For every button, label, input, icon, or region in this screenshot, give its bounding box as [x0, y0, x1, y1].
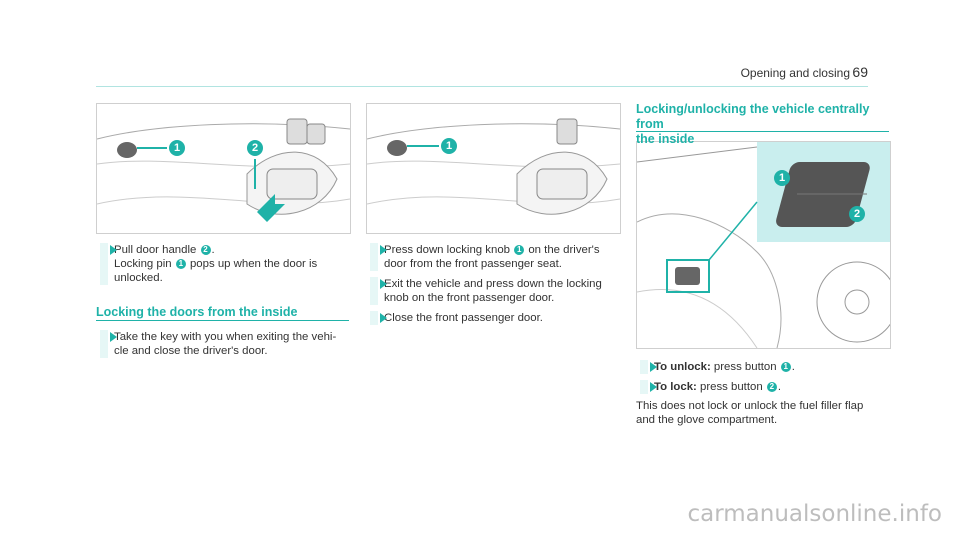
callout-1: 1: [169, 140, 185, 156]
step-bar: [100, 243, 108, 285]
step-bar: [370, 311, 378, 325]
step-press-knob: Press down locking knob 1 on the driver'…: [370, 243, 619, 271]
callout-1: 1: [774, 170, 790, 186]
arrow-icon: [650, 382, 657, 392]
arrow-icon: [110, 245, 117, 255]
ref-2: 2: [200, 245, 211, 255]
figure-central-locking: 1 2: [636, 141, 891, 349]
arrow-icon: [110, 332, 117, 342]
section-rule: [636, 131, 889, 132]
ref-1: 1: [175, 259, 186, 269]
watermark: carmanualsonline.info: [687, 501, 942, 527]
callout-1: 1: [441, 138, 457, 154]
note-fuel-filler: This does not lock or unlock the fuel fi…: [636, 400, 864, 426]
arrow-icon: [650, 362, 657, 372]
page-title: Opening and closing: [740, 66, 850, 80]
step-bar: [640, 380, 648, 394]
step-bar: [370, 243, 378, 271]
arrow-icon: [380, 245, 387, 255]
arrow-icon: [380, 279, 387, 289]
step-bar: [640, 360, 648, 374]
section-title-locking-doors: Locking the doors from the inside: [96, 305, 298, 319]
callout-2: 2: [247, 140, 263, 156]
section-rule: [96, 320, 349, 321]
step-bar: [100, 330, 108, 358]
page-number: 69: [852, 64, 868, 80]
ref-1: 1: [514, 245, 525, 255]
ref-1: 1: [780, 362, 791, 372]
step-close-door: Close the front passenger door.: [370, 311, 619, 325]
step-pull-door-handle: Pull door handle 2. Locking pin 1 pops u…: [100, 243, 344, 285]
door-interior-illustration: [97, 118, 350, 222]
interior-dashboard-illustration: [637, 142, 890, 348]
callout-2: 2: [849, 206, 865, 222]
step-unlock: To unlock: press button 1.: [640, 360, 889, 374]
ref-2: 2: [766, 382, 777, 392]
step-lock: To lock: press button 2.: [640, 380, 889, 394]
header-rule: [96, 86, 868, 87]
step-exit-vehicle: Exit the vehicle and press down the lock…: [370, 277, 619, 305]
section-title-central-locking: Locking/unlocking the vehicle centrally …: [636, 102, 870, 146]
door-interior-illustration: [367, 118, 620, 215]
step-bar: [370, 277, 378, 305]
figure-locking-knob: 1: [366, 103, 621, 234]
arrow-icon: [380, 313, 387, 323]
figure-door-handle: 1 2: [96, 103, 351, 234]
step-take-key: Take the key with you when exiting the v…: [100, 330, 344, 358]
